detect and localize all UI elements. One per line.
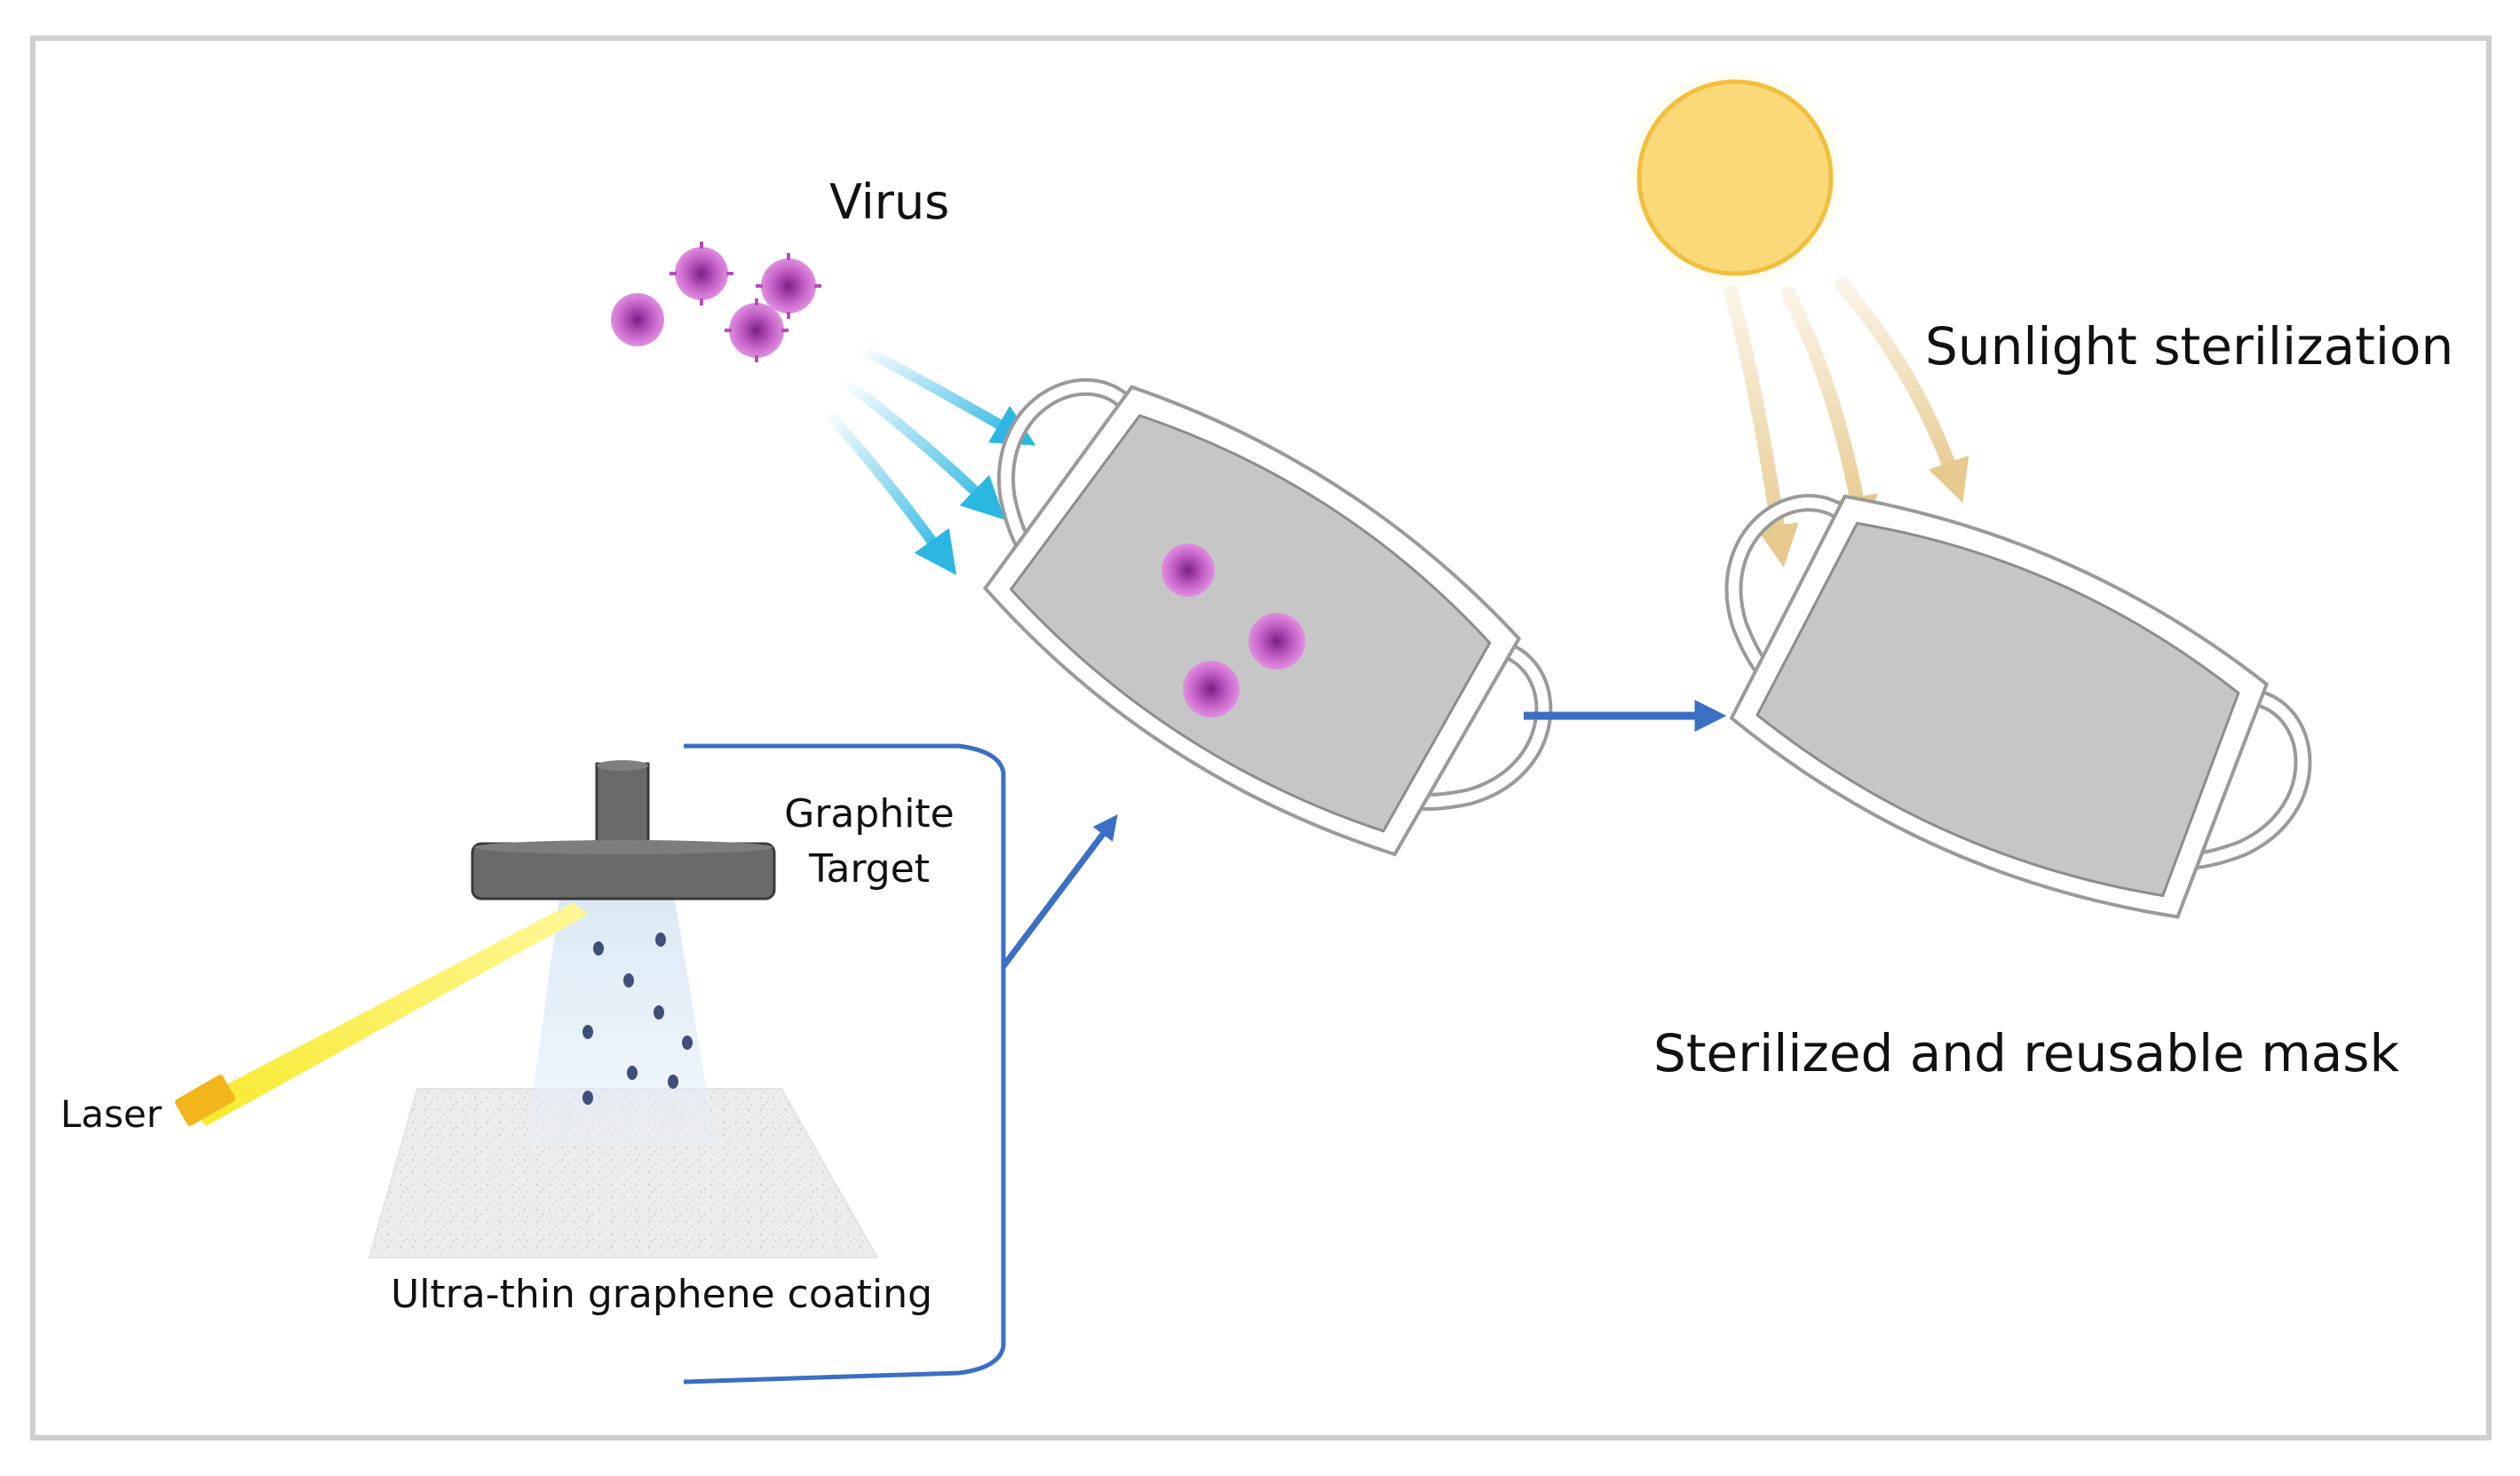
virus-particle: [1248, 613, 1305, 670]
virus-label: Virus: [829, 174, 950, 230]
arrow-icon: [838, 375, 1005, 520]
process-bracket: [683, 743, 1006, 1385]
graphite-target-label: Graphite Target: [773, 787, 966, 897]
ablation-plume: [526, 899, 716, 1146]
sun-icon: [1621, 64, 1849, 291]
sunlight-sterilization-label: Sunlight sterilization: [1925, 316, 2454, 377]
arrow-icon: [1781, 286, 1878, 539]
graphene-particles: [582, 932, 693, 1105]
graphite-label-line2: Target: [808, 846, 931, 892]
graphite-target-icon: [471, 760, 776, 901]
virus-particle: [756, 253, 821, 319]
virus-cluster: [611, 242, 821, 362]
virus-particle: [1183, 661, 1240, 718]
virus-particle: [1161, 544, 1215, 597]
sterilized-mask-label: Sterilized and reusable mask: [1653, 1023, 2400, 1083]
laser-label: Laser: [60, 1092, 162, 1136]
virus-particle: [670, 242, 733, 306]
virus-particle: [725, 298, 788, 362]
graphite-label-line1: Graphite: [784, 791, 955, 837]
arrow-icon: [820, 405, 957, 575]
arrow-icon: [856, 343, 1036, 446]
arrow-icon: [1835, 277, 1969, 504]
arrow-icon: [1001, 814, 1118, 969]
virus-flow-arrows: [820, 343, 1036, 575]
laser-icon: [175, 902, 588, 1126]
coating-label: Ultra-thin graphene coating: [391, 1272, 933, 1317]
mask-icon: [1724, 494, 2312, 919]
captured-viruses: [1161, 544, 1305, 718]
mask-icon: [982, 377, 1553, 857]
virus-particle: [611, 293, 664, 346]
